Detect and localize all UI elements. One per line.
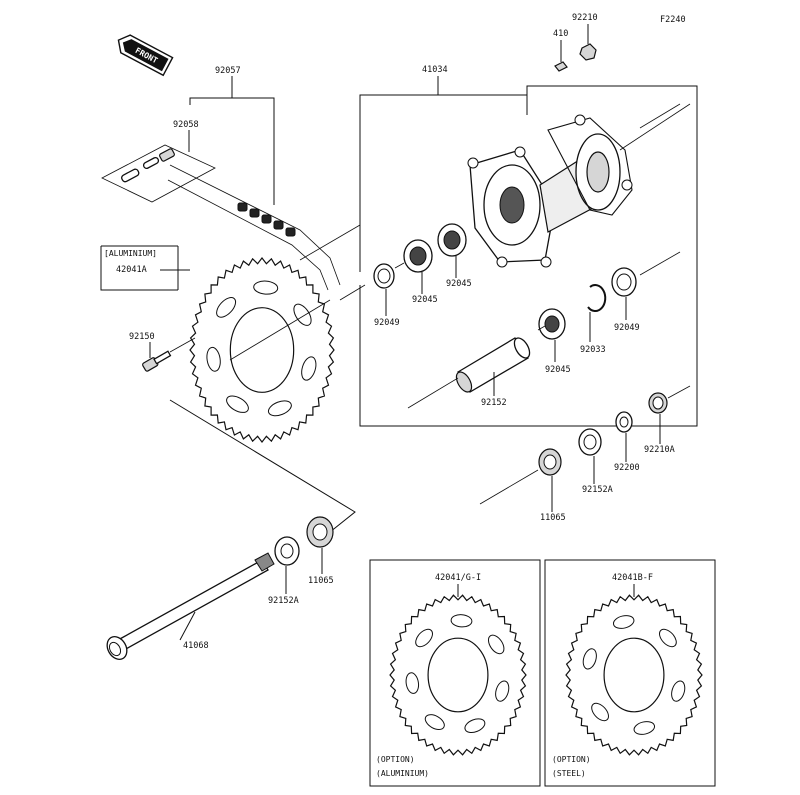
axis-bolt xyxy=(169,337,196,353)
hub-bracket-frame xyxy=(359,85,698,427)
label-92152: 92152 xyxy=(481,398,507,408)
seal-11065-right xyxy=(538,448,562,476)
rear-sprocket-42041A xyxy=(189,257,335,443)
axis-hub xyxy=(299,224,361,261)
option-steel-line1: (OPTION) xyxy=(552,755,591,764)
label-92049-right: 92049 xyxy=(614,323,640,333)
washer-92200 xyxy=(615,411,633,433)
option-alu-line1: (OPTION) xyxy=(376,755,415,764)
label-92057: 92057 xyxy=(215,66,241,76)
drive-chain xyxy=(167,164,341,291)
bearing-92045-b xyxy=(403,239,433,273)
axis-sprocket xyxy=(229,299,331,361)
label-92058: 92058 xyxy=(173,120,199,130)
nut-92210A xyxy=(648,392,668,414)
bearing-92045-a xyxy=(437,223,467,257)
label-42041B-F: 42041B-F xyxy=(612,573,653,583)
front-arrow-icon: FRONT xyxy=(117,34,174,77)
collar-92152A-left xyxy=(274,536,300,566)
axis-right-parts-2 xyxy=(667,385,691,399)
label-92049-left: 92049 xyxy=(374,318,400,328)
label-42041-G-I: 42041/G-I xyxy=(435,573,481,583)
label-92150: 92150 xyxy=(129,332,155,342)
axis-spacer xyxy=(407,377,459,409)
collar-92152A-right xyxy=(578,428,602,456)
option-box-steel xyxy=(544,559,716,787)
option-steel-line2: (STEEL) xyxy=(552,769,586,778)
label-92033: 92033 xyxy=(580,345,606,355)
aluminium-tag: [ALUMINIUM] xyxy=(104,249,157,258)
axis-seal xyxy=(339,284,366,301)
option-alu-line2: (ALUMINIUM) xyxy=(376,769,429,778)
leader-41068 xyxy=(179,611,196,641)
seal-92049-right xyxy=(611,267,637,297)
axis-seal-2 xyxy=(394,262,405,269)
seal-11065-left xyxy=(306,516,334,548)
label-42041A: 42041A xyxy=(116,265,147,275)
nut-92210 xyxy=(579,43,597,61)
axis-right-parts xyxy=(479,469,539,505)
aluminium-bracket xyxy=(100,246,178,291)
label-92210: 92210 xyxy=(572,13,598,23)
bolt-92150 xyxy=(142,350,172,372)
leader-92057 xyxy=(189,97,275,205)
axle-41068 xyxy=(106,552,275,660)
option-box-aluminium xyxy=(369,559,541,787)
figure-code: F2240 xyxy=(660,15,686,25)
label-11065-left: 11065 xyxy=(308,576,334,586)
label-92045-a: 92045 xyxy=(446,279,472,289)
rear-hub xyxy=(467,103,691,268)
hub-bracket-left xyxy=(359,94,528,272)
bearing-92045-c xyxy=(538,308,566,340)
axis-spacer-2 xyxy=(537,325,546,331)
circlip-92033 xyxy=(587,284,607,313)
spacer-92152 xyxy=(455,337,531,393)
label-410: 410 xyxy=(553,29,568,39)
label-92152A-right: 92152A xyxy=(582,485,613,495)
axis-right-1 xyxy=(639,251,681,276)
label-41068: 41068 xyxy=(183,641,209,651)
label-41034: 41034 xyxy=(422,65,448,75)
option-sprocket-aluminium xyxy=(389,594,527,756)
label-92200: 92200 xyxy=(614,463,640,473)
chain-joint-parts xyxy=(121,148,175,183)
label-11065-right: 11065 xyxy=(540,513,566,523)
option-sprocket-steel xyxy=(565,594,703,756)
bolt-410 xyxy=(554,61,568,72)
chain-joint-plate xyxy=(101,144,216,203)
label-92045-b: 92045 xyxy=(412,295,438,305)
seal-92049-left xyxy=(373,263,395,289)
label-92152A-left: 92152A xyxy=(268,596,299,606)
label-92045-c: 92045 xyxy=(545,365,571,375)
label-92210A: 92210A xyxy=(644,445,675,455)
